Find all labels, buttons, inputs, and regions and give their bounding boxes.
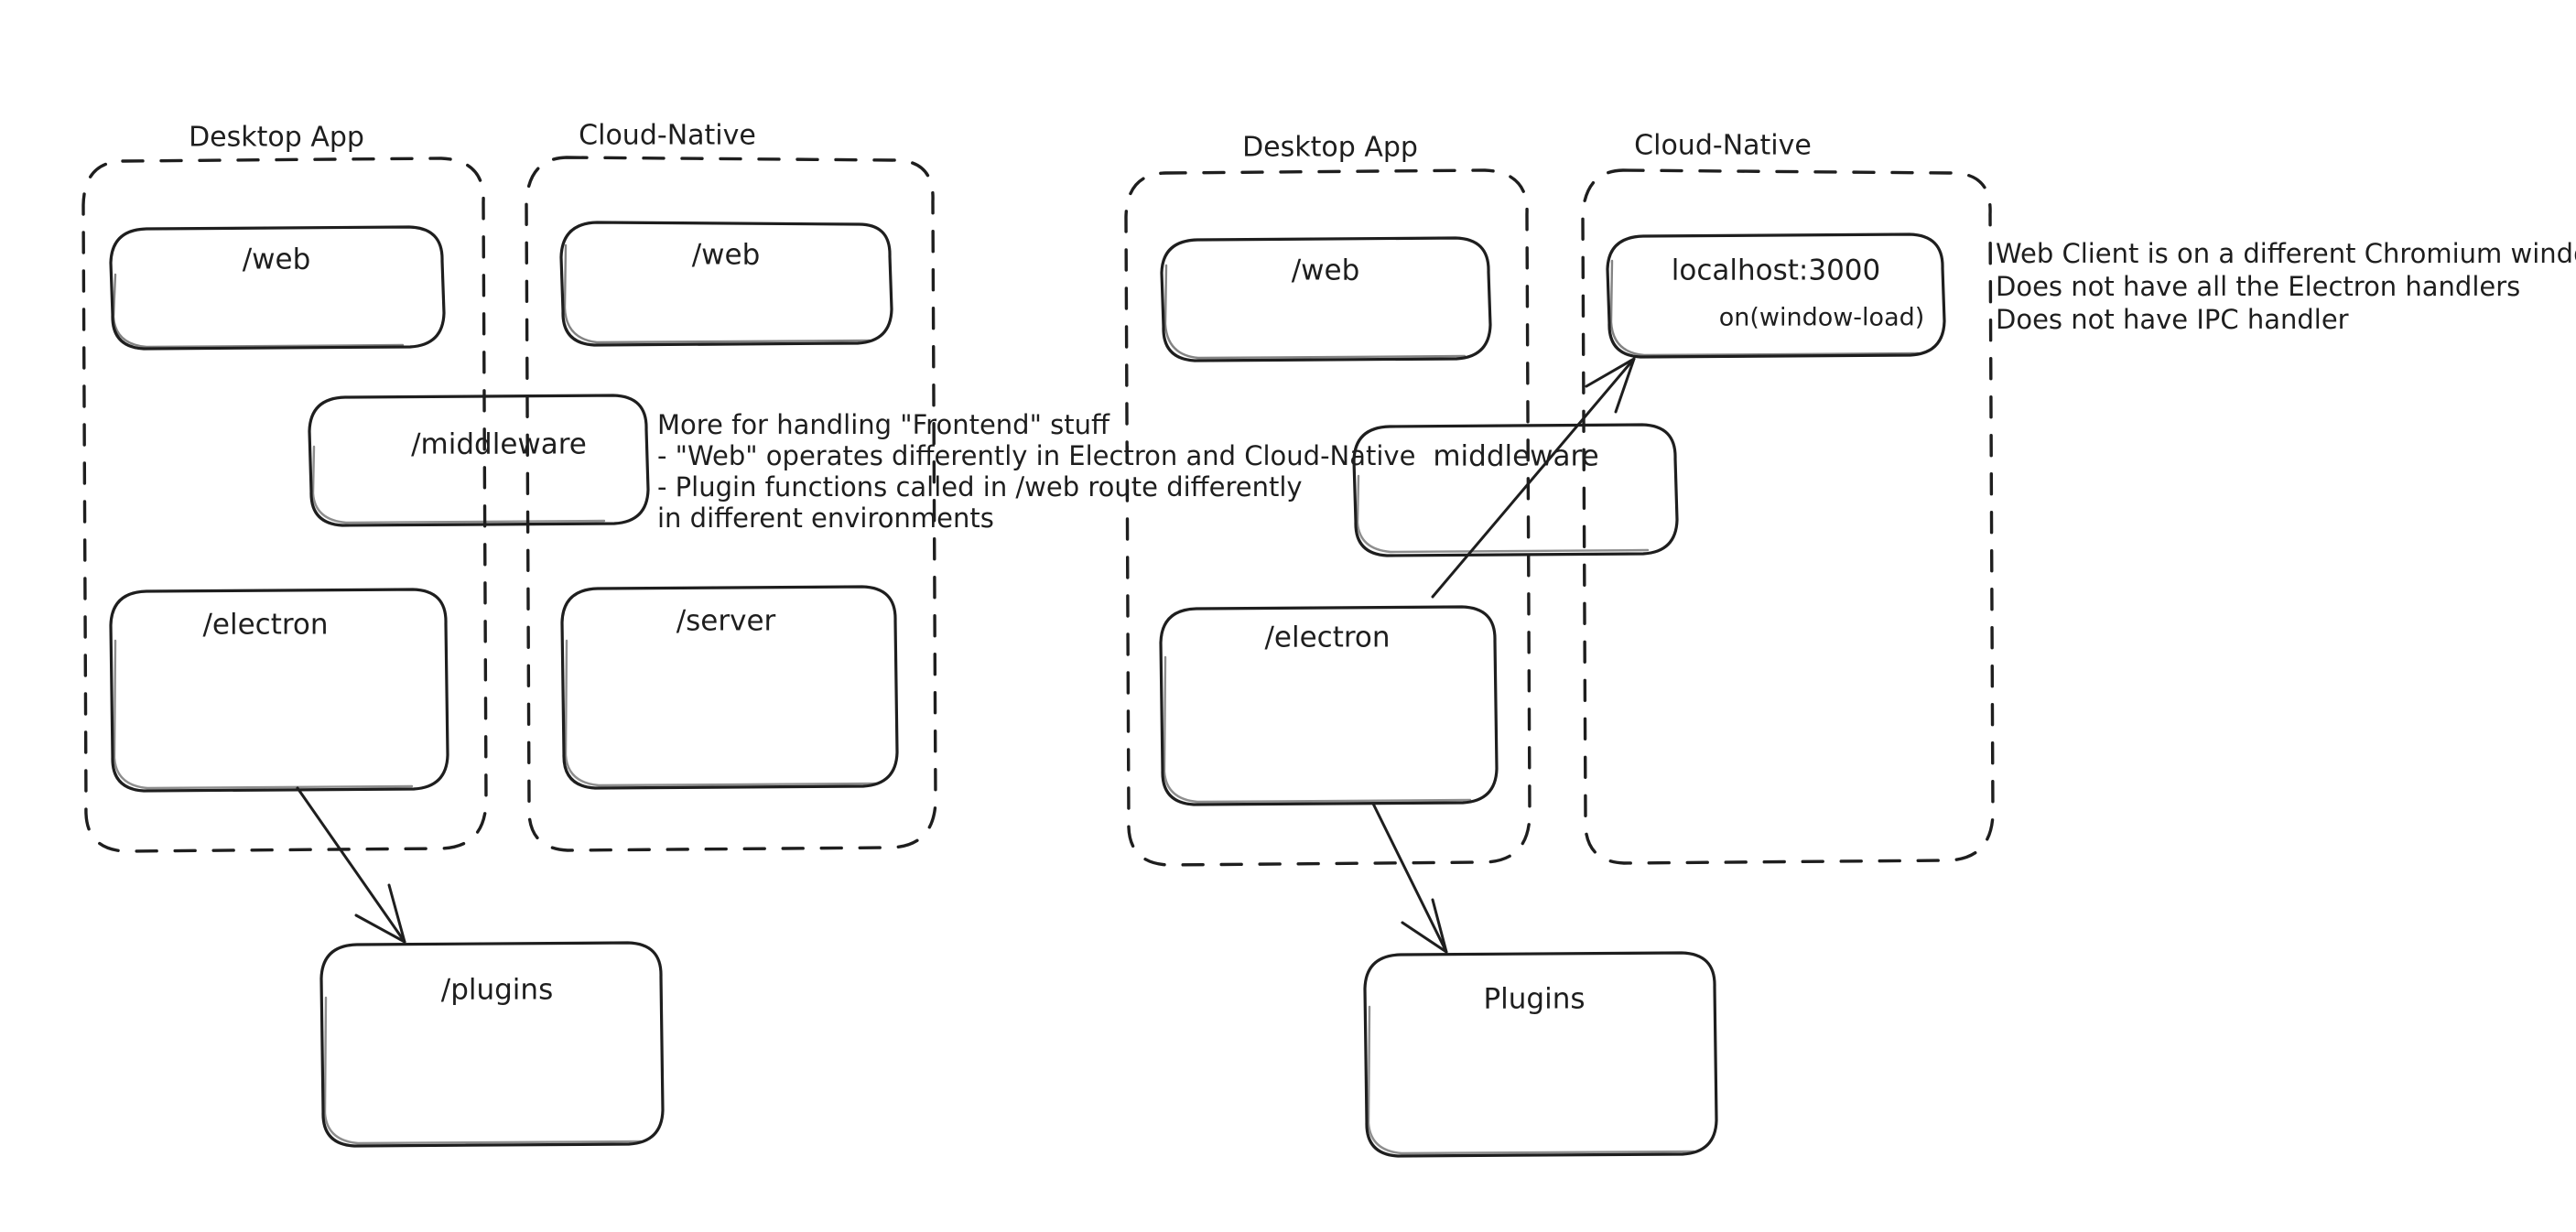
connector-right-electron-to-localhost [1431,357,1636,599]
node-left-server-label: /server [676,605,776,638]
annotation-left-green-line-3: - Plugin functions called in /web route … [657,471,1303,503]
node-right-plugins[interactable]: Plugins [1363,951,1718,1158]
node-right-electron-label: /electron [1264,621,1390,654]
annotation-right-red-line-2: Does not have all the Electron handlers [1996,271,2520,302]
group-box-right-desktop [1124,168,1532,867]
node-left-desktop-web-label: /web [243,243,311,276]
group-label-left-cloud: Cloud-Native [579,120,756,152]
group-box-left-cloud [525,156,937,852]
node-right-plugins-label: Plugins [1483,983,1585,1016]
node-left-electron[interactable]: /electron [109,588,449,793]
node-right-desktop-web[interactable]: /web [1160,236,1492,362]
group-box-left-desktop [81,157,488,853]
annotation-right-red-line-1: Web Client is on a different Chromium wi… [1996,238,2576,269]
connector-left-electron-to-plugins [296,786,406,944]
node-left-plugins[interactable]: /plugins [319,941,665,1148]
node-left-middleware[interactable]: /middleware [308,394,650,527]
node-right-middleware[interactable]: middleware [1352,423,1679,557]
node-right-localhost-label: localhost:3000 [1672,254,1881,287]
annotation-right-red-line-3: Does not have IPC handler [1996,304,2349,335]
node-right-localhost-sublabel: on(window-load) [1719,304,1925,332]
annotation-left-green-line-4: in different environments [657,503,994,534]
annotation-left-green: More for handling "Frontend" stuff - "We… [657,409,1415,534]
group-label-right-desktop: Desktop App [1242,132,1418,164]
node-right-localhost[interactable]: localhost:3000 on(window-load) [1606,232,1946,359]
node-left-electron-label: /electron [202,609,328,642]
node-left-plugins-label: /plugins [441,974,553,1007]
node-left-middleware-label: /middleware [411,428,587,461]
group-label-left-desktop: Desktop App [189,122,364,154]
node-right-desktop-web-label: /web [1292,254,1360,287]
node-left-cloud-web[interactable]: /web [559,221,893,347]
connector-right-electron-to-plugins [1371,802,1448,954]
node-right-middleware-label: middleware [1433,440,1598,473]
group-box-right-cloud [1581,168,1995,865]
node-right-electron[interactable]: /electron [1159,605,1499,806]
group-label-right-cloud: Cloud-Native [1634,130,1812,162]
annotation-left-green-line-2: - "Web" operates differently in Electron… [657,440,1415,471]
annotation-left-green-line-1: More for handling "Frontend" stuff [657,409,1110,440]
annotation-right-red: Web Client is on a different Chromium wi… [1996,238,2576,335]
node-left-cloud-web-label: /web [692,239,761,272]
node-left-server[interactable]: /server [560,585,899,790]
node-left-desktop-web[interactable]: /web [109,225,446,351]
